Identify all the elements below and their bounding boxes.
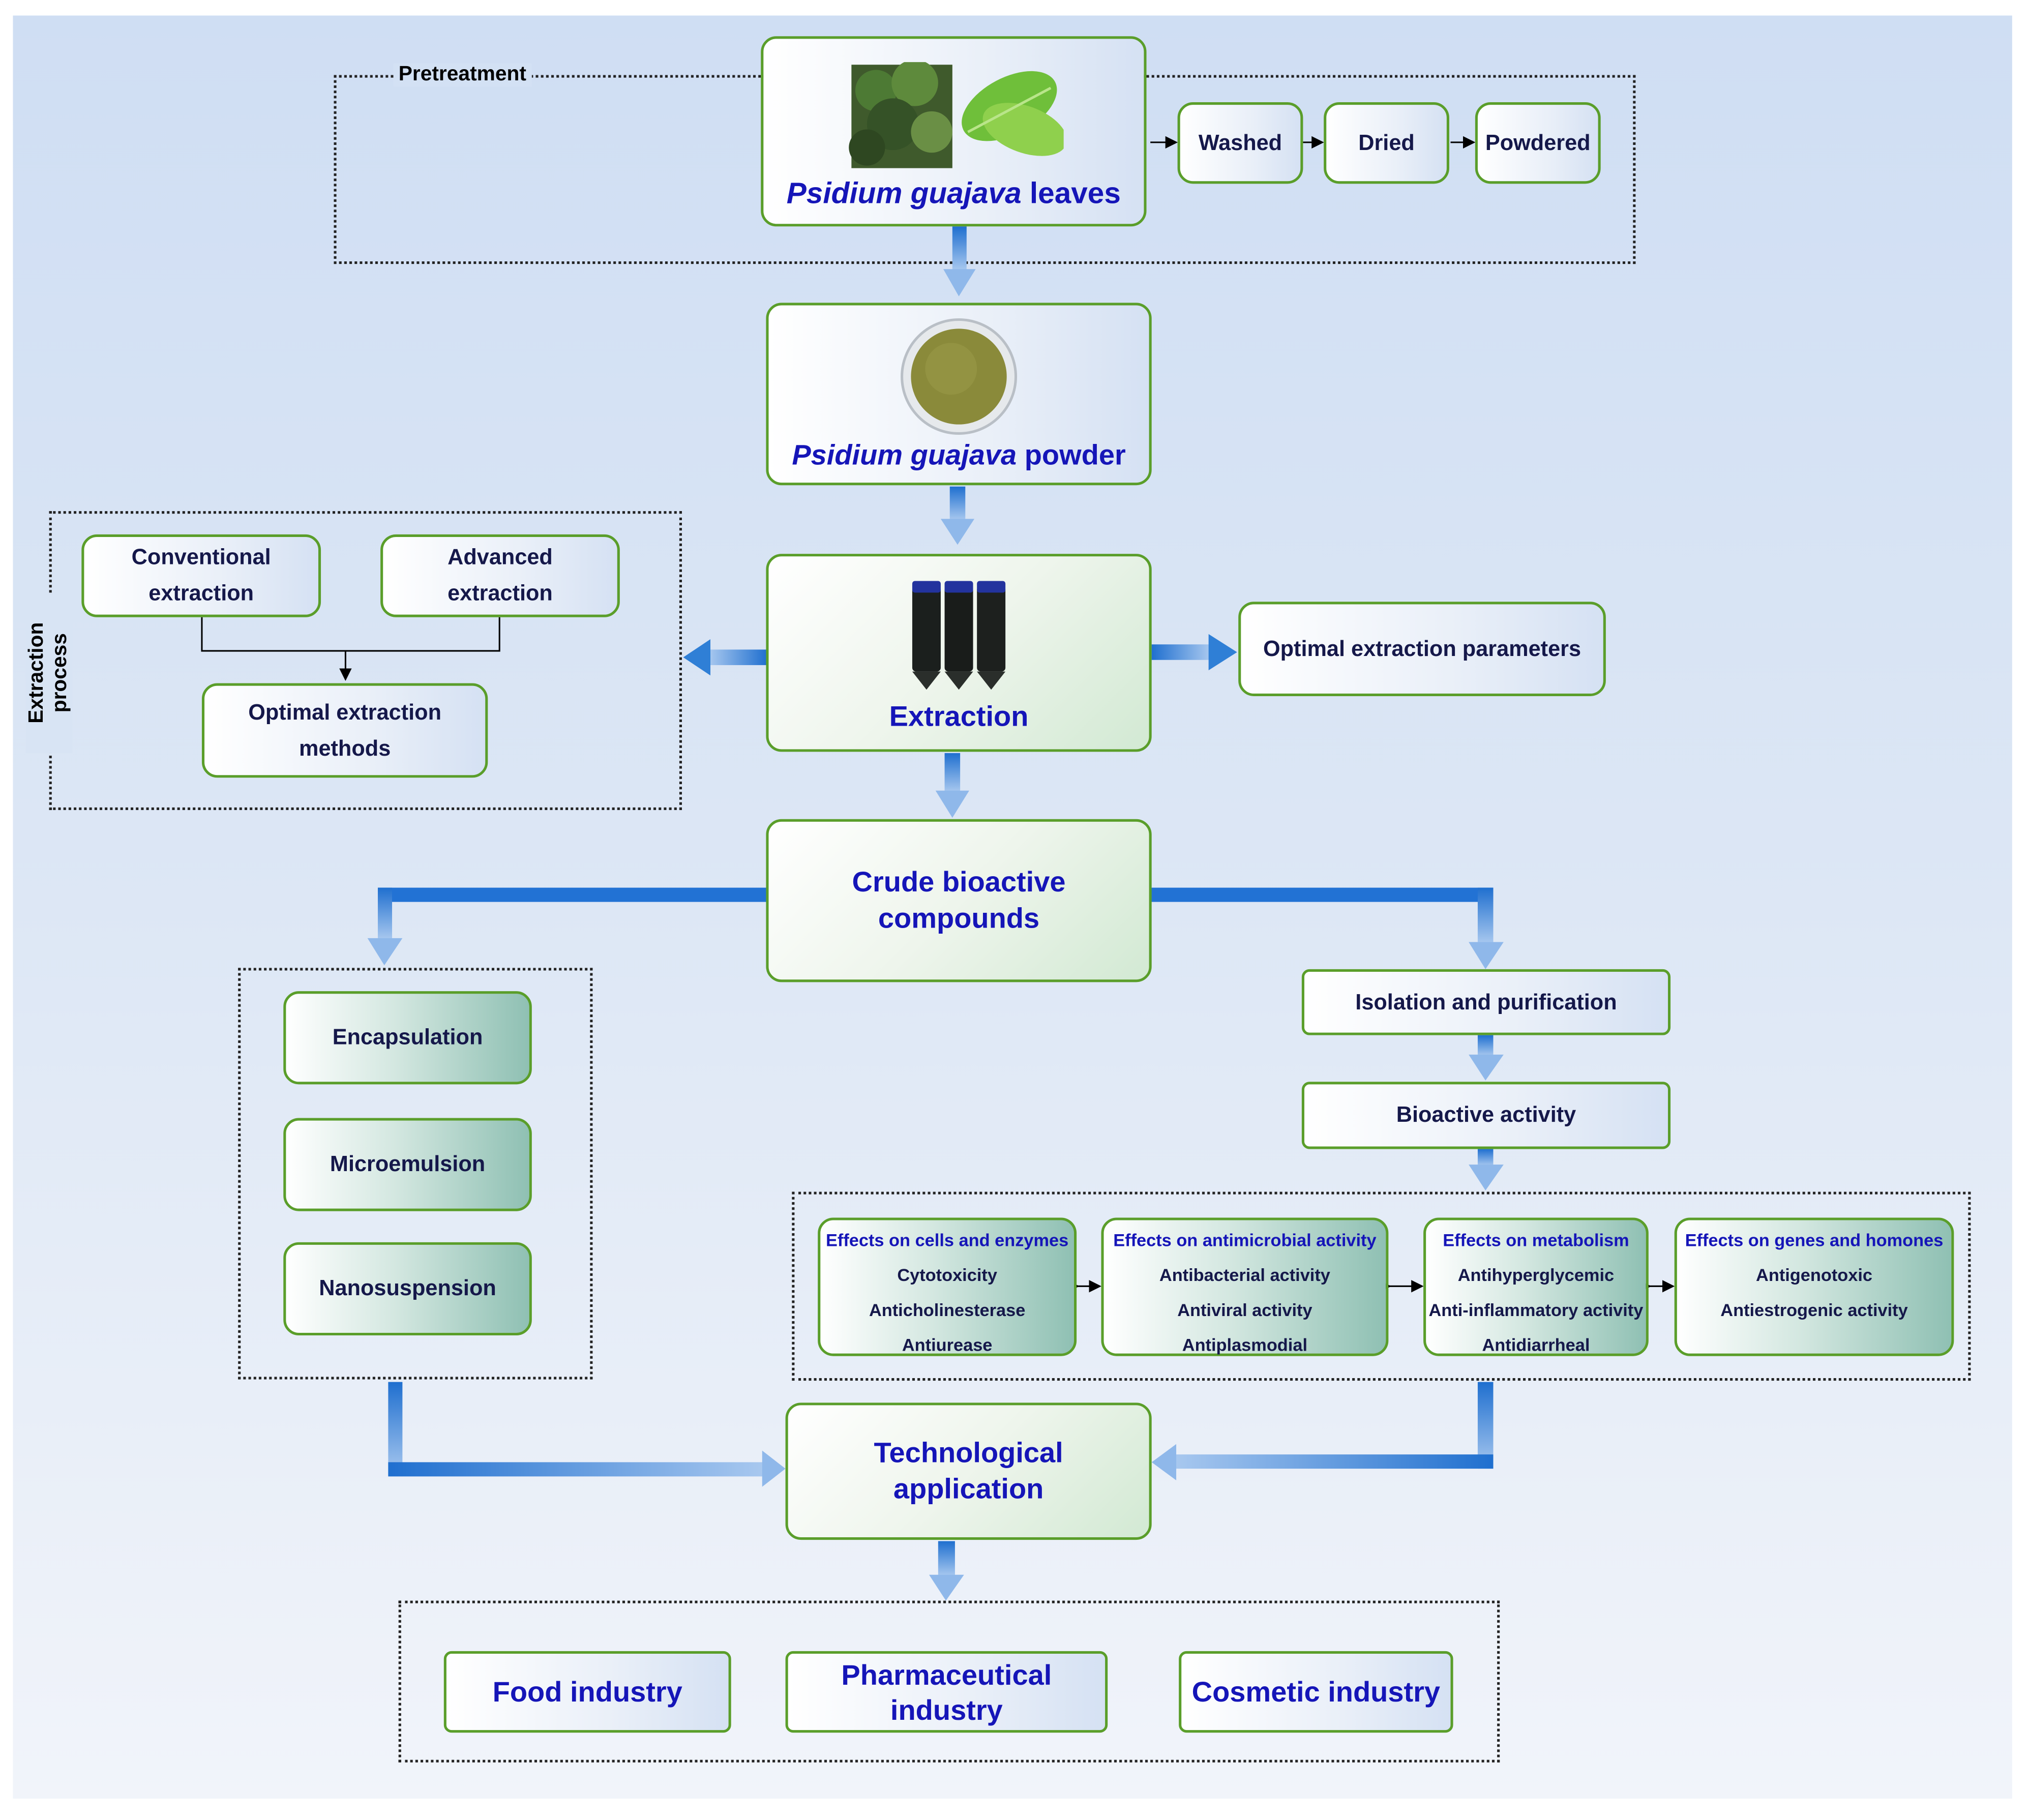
powder-word-text: powder [1017,438,1126,471]
leaves-box: Psidium guajava leaves [761,36,1147,227]
effects-genes-title: Effects on genes and homones [1685,1230,1944,1250]
step-washed: Washed [1177,102,1303,184]
advanced-line-2: extraction [447,581,553,606]
pharma-line-1: Pharmaceutical [841,1658,1052,1691]
effect-item: Anticholinesterase [869,1300,1026,1320]
arrow-crude-to-isolation [1150,887,1504,969]
pharma-line-2: industry [890,1693,1003,1726]
crude-line-1: Crude bioactive [852,866,1066,898]
arrow-extraction-to-crude [935,753,969,818]
tech-line-2: application [893,1472,1044,1505]
step-powdered: Powdered [1475,102,1601,184]
optimal-methods-line-1: Optimal extraction [248,699,442,724]
leaves-word-text: leaves [1021,176,1121,210]
effects-antimicrobial-box: Effects on antimicrobial activity Antiba… [1101,1217,1389,1356]
effect-item: Antiestrogenic activity [1720,1300,1908,1320]
optimal-parameters-box: Optimal extraction parameters [1238,602,1606,696]
arrow-effects-to-tech [1151,1382,1494,1481]
tech-line-1: Technological [874,1436,1063,1469]
effects-cells-title: Effects on cells and enzymes [825,1230,1069,1250]
conventional-line-2: extraction [148,581,254,606]
powder-title: Psidium guajava powder [792,439,1125,472]
guava-leaves-image [849,62,1064,168]
arrow-formulation-to-tech [388,1382,786,1487]
nanosuspension-box: Nanosuspension [283,1242,532,1336]
effect-item: Antidiarrheal [1482,1335,1590,1355]
bioactive-activity-box: Bioactive activity [1301,1082,1671,1149]
extraction-methods-bracket [201,617,500,681]
powder-dish-image [901,318,1018,435]
effects-frame [792,1191,1971,1381]
effect-item: Antibacterial activity [1159,1265,1330,1285]
extraction-box: Extraction [766,554,1152,752]
extraction-title: Extraction [889,700,1029,733]
effect-item: Antigenotoxic [1756,1265,1873,1285]
step-dried: Dried [1324,102,1449,184]
effects-genes-box: Effects on genes and homones Antigenotox… [1674,1217,1954,1356]
arrow-crude-to-formulation [367,887,767,966]
effects-metabolism-title: Effects on metabolism [1443,1230,1629,1250]
powder-genus-text: Psidium guajava [792,438,1017,471]
effects-cells-enzymes-box: Effects on cells and enzymes Cytotoxicit… [818,1217,1077,1356]
arrow-powder-to-extraction [940,486,975,545]
advanced-line-1: Advanced [447,545,553,570]
arrow-isolation-to-bioactive [1469,1035,1504,1081]
effect-item: Antiurease [902,1335,993,1355]
advanced-extraction-box: Advanced extraction [380,534,620,617]
arrow-tech-to-industries [929,1541,964,1601]
effects-metabolism-box: Effects on metabolism Antihyperglycemic … [1423,1217,1649,1356]
food-industry-box: Food industry [443,1651,731,1733]
pharmaceutical-industry-box: Pharmaceutical industry [785,1651,1108,1733]
arrow-leaves-to-powder [943,226,976,296]
industries-frame [398,1600,1500,1763]
pretreatment-label: Pretreatment [393,63,532,87]
arrow-extraction-left [683,639,767,676]
powder-box: Psidium guajava powder [766,303,1152,486]
technological-application-box: Technological application [785,1403,1152,1540]
effect-item: Anti-inflammatory activity [1428,1300,1644,1320]
arrow-bioactive-to-effects [1469,1149,1504,1191]
crude-line-2: compounds [878,902,1040,935]
encapsulation-box: Encapsulation [283,991,532,1085]
effect-item: Cytotoxicity [897,1265,997,1285]
conventional-extraction-box: Conventional extraction [81,534,321,617]
extraction-tubes-image [912,581,1006,690]
arrow-extraction-right [1151,634,1237,671]
leaves-title: Psidium guajava leaves [787,176,1121,211]
effect-item: Antiviral activity [1177,1300,1312,1320]
leaves-genus-text: Psidium guajava [786,176,1022,210]
microemulsion-box: Microemulsion [283,1118,532,1211]
isolation-purification-box: Isolation and purification [1301,969,1671,1035]
optimal-methods-box: Optimal extraction methods [201,683,488,778]
conventional-line-1: Conventional [131,545,271,570]
formulation-frame [238,968,593,1380]
effects-antimicrobial-title: Effects on antimicrobial activity [1113,1230,1377,1250]
effect-item: Antiplasmodial [1182,1335,1308,1355]
cosmetic-industry-box: Cosmetic industry [1179,1651,1453,1733]
effect-item: Antihyperglycemic [1457,1265,1615,1285]
crude-compounds-box: Crude bioactive compounds [766,819,1152,982]
optimal-methods-line-2: methods [299,735,391,760]
